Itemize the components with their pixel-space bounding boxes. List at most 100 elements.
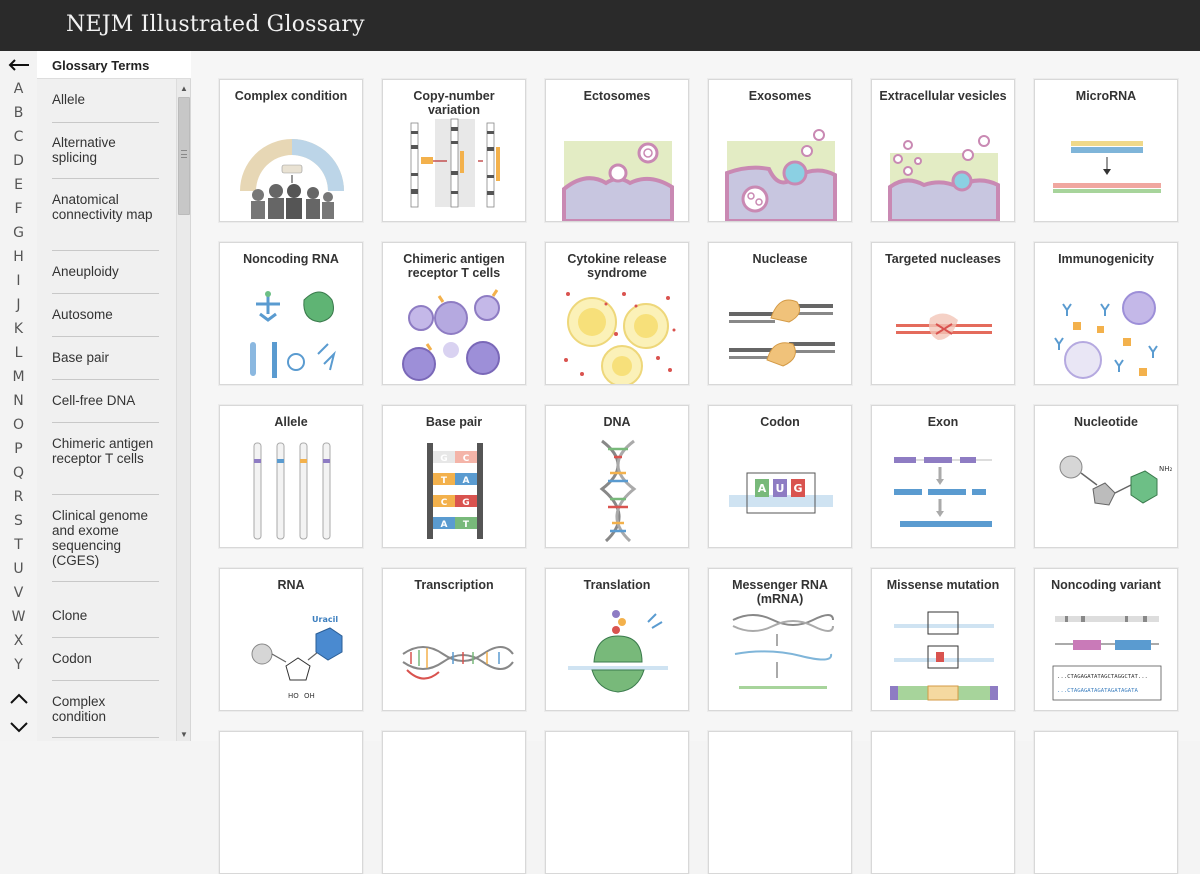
card-rna[interactable]: RNA Uracil HO OH — [219, 568, 363, 711]
card-partial[interactable] — [708, 731, 852, 874]
term-item[interactable]: Clinical genome and exome sequencing (CG… — [52, 508, 159, 582]
card-nucleotide[interactable]: Nucleotide NH₂ — [1034, 405, 1178, 548]
term-item[interactable]: Cell-free DNA — [52, 393, 159, 423]
svg-text:A: A — [441, 520, 448, 530]
card-transcription[interactable]: Transcription — [382, 568, 526, 711]
term-item[interactable]: Complex condition — [52, 694, 159, 738]
glossary-terms-header: Glossary Terms — [37, 51, 191, 79]
svg-text:C: C — [463, 454, 470, 464]
app-title: NEJM Illustrated Glossary — [66, 12, 365, 37]
svg-text:A: A — [758, 482, 767, 495]
allele-illustration — [253, 442, 331, 540]
letter-o[interactable]: O — [12, 417, 25, 433]
svg-text:U: U — [776, 482, 785, 495]
letter-s[interactable]: S — [14, 513, 23, 529]
card-nuclease[interactable]: Nuclease — [708, 242, 852, 385]
letter-h[interactable]: H — [13, 249, 24, 265]
exosomes-illustration — [725, 129, 837, 221]
letter-e[interactable]: E — [14, 177, 23, 193]
card-partial[interactable] — [871, 731, 1015, 874]
letter-c[interactable]: C — [13, 129, 24, 145]
back-button[interactable] — [0, 51, 37, 79]
card-title: Complex condition — [234, 89, 348, 103]
card-title: Chimeric antigen receptor T cells — [403, 252, 505, 280]
letter-a[interactable]: A — [13, 81, 24, 97]
card-messenger-rna[interactable]: Messenger RNA (mRNA) — [708, 568, 852, 711]
term-item[interactable]: Autosome — [52, 307, 159, 337]
car-t-cells-illustration — [402, 289, 500, 381]
term-item[interactable]: Base pair — [52, 350, 159, 380]
letter-k[interactable]: K — [13, 321, 24, 337]
letter-x[interactable]: X — [13, 633, 24, 649]
term-item[interactable]: Anatomical connectivity map — [52, 192, 159, 251]
svg-text:G: G — [793, 482, 802, 495]
card-partial[interactable] — [219, 731, 363, 874]
letter-j[interactable]: J — [16, 297, 21, 313]
letter-p[interactable]: P — [14, 441, 23, 457]
glossary-terms-heading: Glossary Terms — [52, 58, 150, 73]
letter-v[interactable]: V — [13, 585, 24, 601]
svg-text:HO: HO — [288, 692, 299, 700]
card-partial[interactable] — [545, 731, 689, 874]
svg-text:Uracil: Uracil — [312, 615, 338, 624]
letter-n[interactable]: N — [13, 393, 24, 409]
alphabet-down-button[interactable] — [0, 713, 37, 741]
card-noncoding-rna[interactable]: Noncoding RNA — [219, 242, 363, 385]
scroll-down-arrow-icon[interactable]: ▼ — [180, 729, 188, 739]
scroll-thumb[interactable] — [178, 97, 190, 215]
term-item[interactable]: Chimeric antigen receptor T cells — [52, 436, 159, 495]
card-missense-mutation[interactable]: Missense mutation — [871, 568, 1015, 711]
letter-g[interactable]: G — [13, 225, 24, 241]
letter-l[interactable]: L — [14, 345, 23, 361]
letter-y[interactable]: Y — [14, 657, 23, 673]
term-item[interactable]: Clone — [52, 608, 159, 638]
term-item[interactable]: Allele — [52, 92, 159, 123]
letter-t[interactable]: T — [14, 537, 23, 553]
term-item[interactable]: Aneuploidy — [52, 264, 159, 294]
sidebar: Glossary Terms A B C D E F G H I J K L M… — [0, 51, 191, 741]
card-dna[interactable]: DNA — [545, 405, 689, 548]
card-extracellular-vesicles[interactable]: Extracellular vesicles — [871, 79, 1015, 222]
card-cytokine-release-syndrome[interactable]: Cytokine release syndrome — [545, 242, 689, 385]
term-item[interactable]: Alternative splicing — [52, 135, 159, 179]
card-car-t-cells[interactable]: Chimeric antigen receptor T cells — [382, 242, 526, 385]
card-noncoding-variant[interactable]: Noncoding variant ...CTAGAGATATAGCTAGGCT… — [1034, 568, 1178, 711]
card-title: Base pair — [425, 415, 483, 429]
card-title: Immunogenicity — [1058, 252, 1154, 266]
card-translation[interactable]: Translation — [545, 568, 689, 711]
top-bar: NEJM Illustrated Glossary — [0, 0, 1200, 51]
letter-w[interactable]: W — [11, 609, 26, 625]
card-complex-condition[interactable]: Complex condition — [219, 79, 363, 222]
card-allele[interactable]: Allele — [219, 405, 363, 548]
card-immunogenicity[interactable]: Immunogenicity — [1034, 242, 1178, 385]
letter-i[interactable]: I — [16, 273, 21, 289]
svg-text:NH₂: NH₂ — [1159, 465, 1173, 473]
card-partial[interactable] — [382, 731, 526, 874]
letter-m[interactable]: M — [12, 369, 25, 385]
letter-q[interactable]: Q — [12, 465, 25, 481]
letter-r[interactable]: R — [13, 489, 24, 505]
card-exosomes[interactable]: Exosomes — [708, 79, 852, 222]
svg-text:G: G — [462, 498, 469, 508]
term-item[interactable]: Codon — [52, 651, 159, 681]
card-title: Extracellular vesicles — [879, 89, 1007, 103]
card-partial[interactable] — [1034, 731, 1178, 874]
alphabet-up-button[interactable] — [0, 685, 37, 713]
copy-number-variation-illustration — [410, 118, 500, 208]
letter-u[interactable]: U — [13, 561, 24, 577]
letter-b[interactable]: B — [13, 105, 24, 121]
letter-d[interactable]: D — [13, 153, 24, 169]
term-list-scrollbar[interactable]: ▲ ▼ — [176, 79, 190, 741]
scroll-up-arrow-icon[interactable]: ▲ — [180, 83, 188, 93]
card-microrna[interactable]: MicroRNA — [1034, 79, 1178, 222]
nuclease-illustration — [729, 299, 835, 367]
letter-f[interactable]: F — [14, 201, 23, 217]
card-ectosomes[interactable]: Ectosomes — [545, 79, 689, 222]
card-targeted-nucleases[interactable]: Targeted nucleases — [871, 242, 1015, 385]
targeted-nucleases-illustration — [896, 313, 992, 340]
card-title: Noncoding RNA — [243, 252, 339, 266]
card-copy-number-variation[interactable]: Copy-number variation — [382, 79, 526, 222]
card-exon[interactable]: Exon — [871, 405, 1015, 548]
